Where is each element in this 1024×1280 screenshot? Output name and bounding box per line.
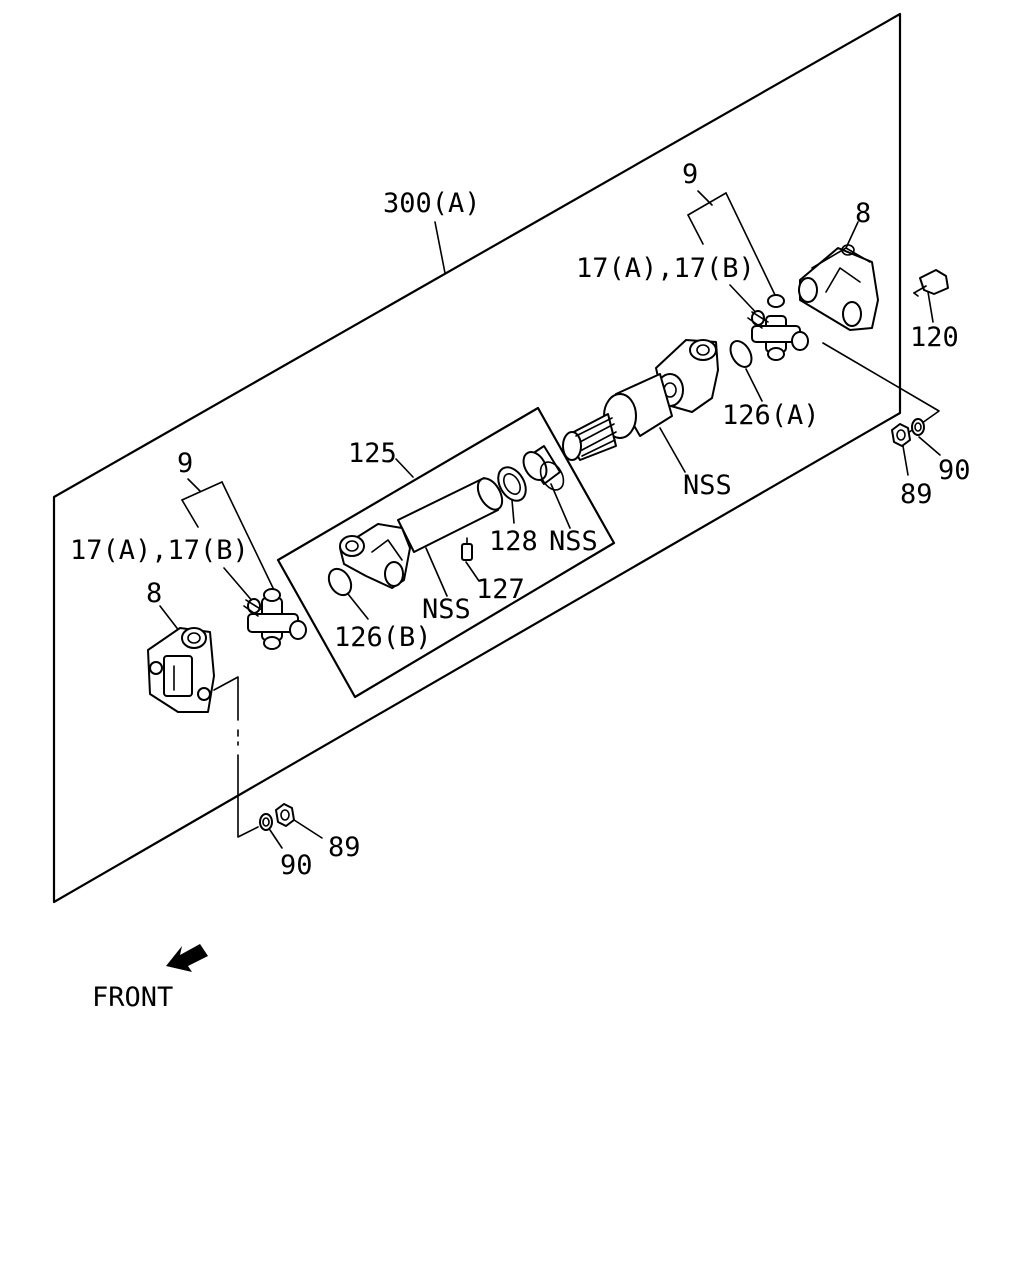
spider-top bbox=[747, 294, 809, 361]
spider-left bbox=[243, 588, 307, 650]
assembly-outline bbox=[52, 12, 902, 904]
label-snap-ring-126a: 126(A) bbox=[722, 400, 820, 431]
label-nss-slip-yoke: NSS bbox=[683, 470, 732, 501]
label-front: FRONT bbox=[92, 982, 173, 1013]
shaft-subassembly-outline bbox=[276, 406, 616, 699]
label-nss-sleeve: NSS bbox=[549, 526, 598, 557]
sleeve bbox=[522, 445, 565, 491]
bolt-120 bbox=[913, 269, 949, 297]
flange-yoke-left bbox=[147, 627, 215, 713]
washer-90-right bbox=[911, 418, 925, 436]
label-nut-89-right: 89 bbox=[900, 479, 933, 510]
label-nss-tube: NSS bbox=[422, 594, 471, 625]
label-flange-8-top: 8 bbox=[855, 198, 871, 229]
washer-90-left bbox=[259, 813, 273, 831]
grease-fitting-127 bbox=[461, 537, 473, 561]
label-assembly-300a: 300(A) bbox=[383, 188, 481, 219]
label-shaft-125: 125 bbox=[348, 438, 397, 469]
label-washer-90-right: 90 bbox=[938, 455, 971, 486]
seal-128 bbox=[497, 466, 527, 502]
label-spider-17-top: 17(A),17(B) bbox=[576, 253, 755, 284]
label-seal-128: 128 bbox=[489, 526, 538, 557]
nut-89-left bbox=[275, 803, 295, 827]
label-bolt-120: 120 bbox=[910, 322, 959, 353]
slip-yoke bbox=[603, 339, 719, 439]
label-yoke-9-left: 9 bbox=[177, 448, 193, 479]
leader-lines bbox=[159, 190, 941, 849]
flange-yoke-top bbox=[798, 244, 879, 331]
label-yoke-9-top: 9 bbox=[682, 159, 698, 190]
front-arrow-icon bbox=[166, 944, 208, 972]
label-washer-90-left: 90 bbox=[280, 850, 313, 881]
nut-89-right bbox=[891, 423, 911, 447]
label-flange-8-left: 8 bbox=[146, 578, 162, 609]
snap-ring-126a bbox=[729, 340, 753, 368]
spline-shaft bbox=[562, 413, 617, 461]
label-spider-17-left: 17(A),17(B) bbox=[70, 535, 249, 566]
label-snap-ring-126b: 126(B) bbox=[334, 622, 432, 653]
tube-125 bbox=[339, 477, 504, 589]
label-grease-fitting-127: 127 bbox=[476, 574, 525, 605]
label-nut-89-left: 89 bbox=[328, 832, 361, 863]
snap-ring-126b bbox=[327, 567, 353, 597]
